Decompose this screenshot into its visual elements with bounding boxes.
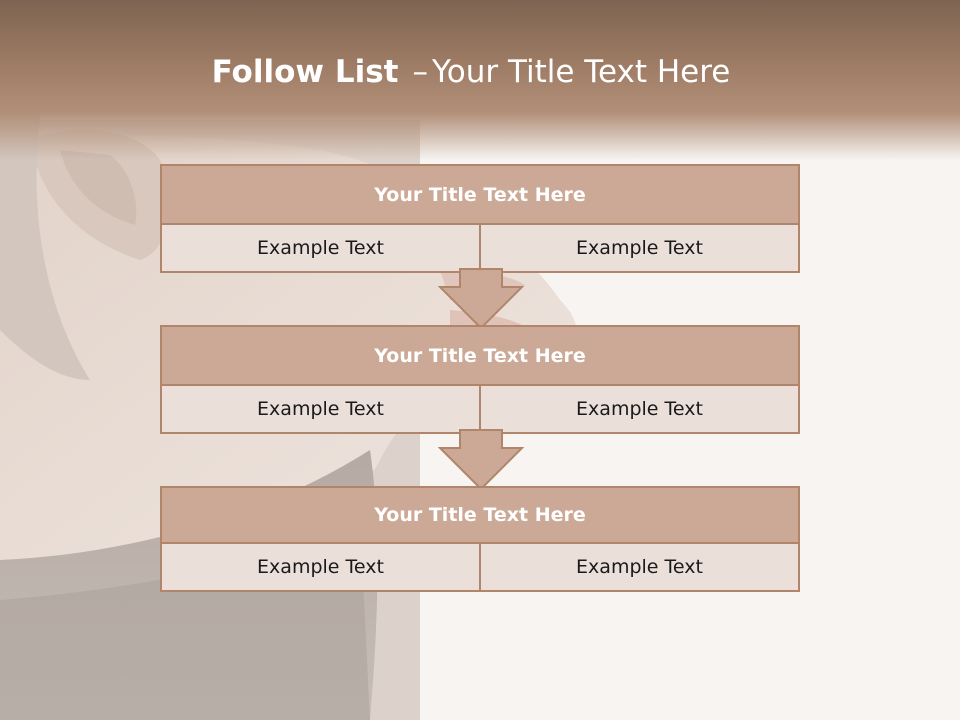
step-title: Your Title Text Here xyxy=(162,166,798,225)
step-block-3: Your Title Text Here Example Text Exampl… xyxy=(160,486,800,592)
down-arrow-icon xyxy=(438,268,524,330)
slide-title-bold: Follow List xyxy=(211,54,399,90)
step-cell-right: Example Text xyxy=(479,225,798,271)
step-title: Your Title Text Here xyxy=(162,327,798,386)
step-cell-left: Example Text xyxy=(257,398,384,420)
step-title: Your Title Text Here xyxy=(162,488,798,544)
step-cell-left: Example Text xyxy=(257,556,384,578)
slide-title: Follow List–Your Title Text Here xyxy=(0,54,942,90)
header-band xyxy=(0,0,960,160)
slide-title-rest: Your Title Text Here xyxy=(431,54,731,90)
step-cell-right: Example Text xyxy=(479,386,798,432)
slide-title-dash: – xyxy=(412,54,428,90)
step-row: Example Text Example Text xyxy=(162,544,798,590)
step-block-2: Your Title Text Here Example Text Exampl… xyxy=(160,325,800,434)
step-row: Example Text Example Text xyxy=(162,225,798,271)
step-cell-right: Example Text xyxy=(479,544,798,590)
step-cell-left: Example Text xyxy=(257,237,384,259)
step-block-1: Your Title Text Here Example Text Exampl… xyxy=(160,164,800,273)
down-arrow-icon xyxy=(438,429,524,491)
step-row: Example Text Example Text xyxy=(162,386,798,432)
